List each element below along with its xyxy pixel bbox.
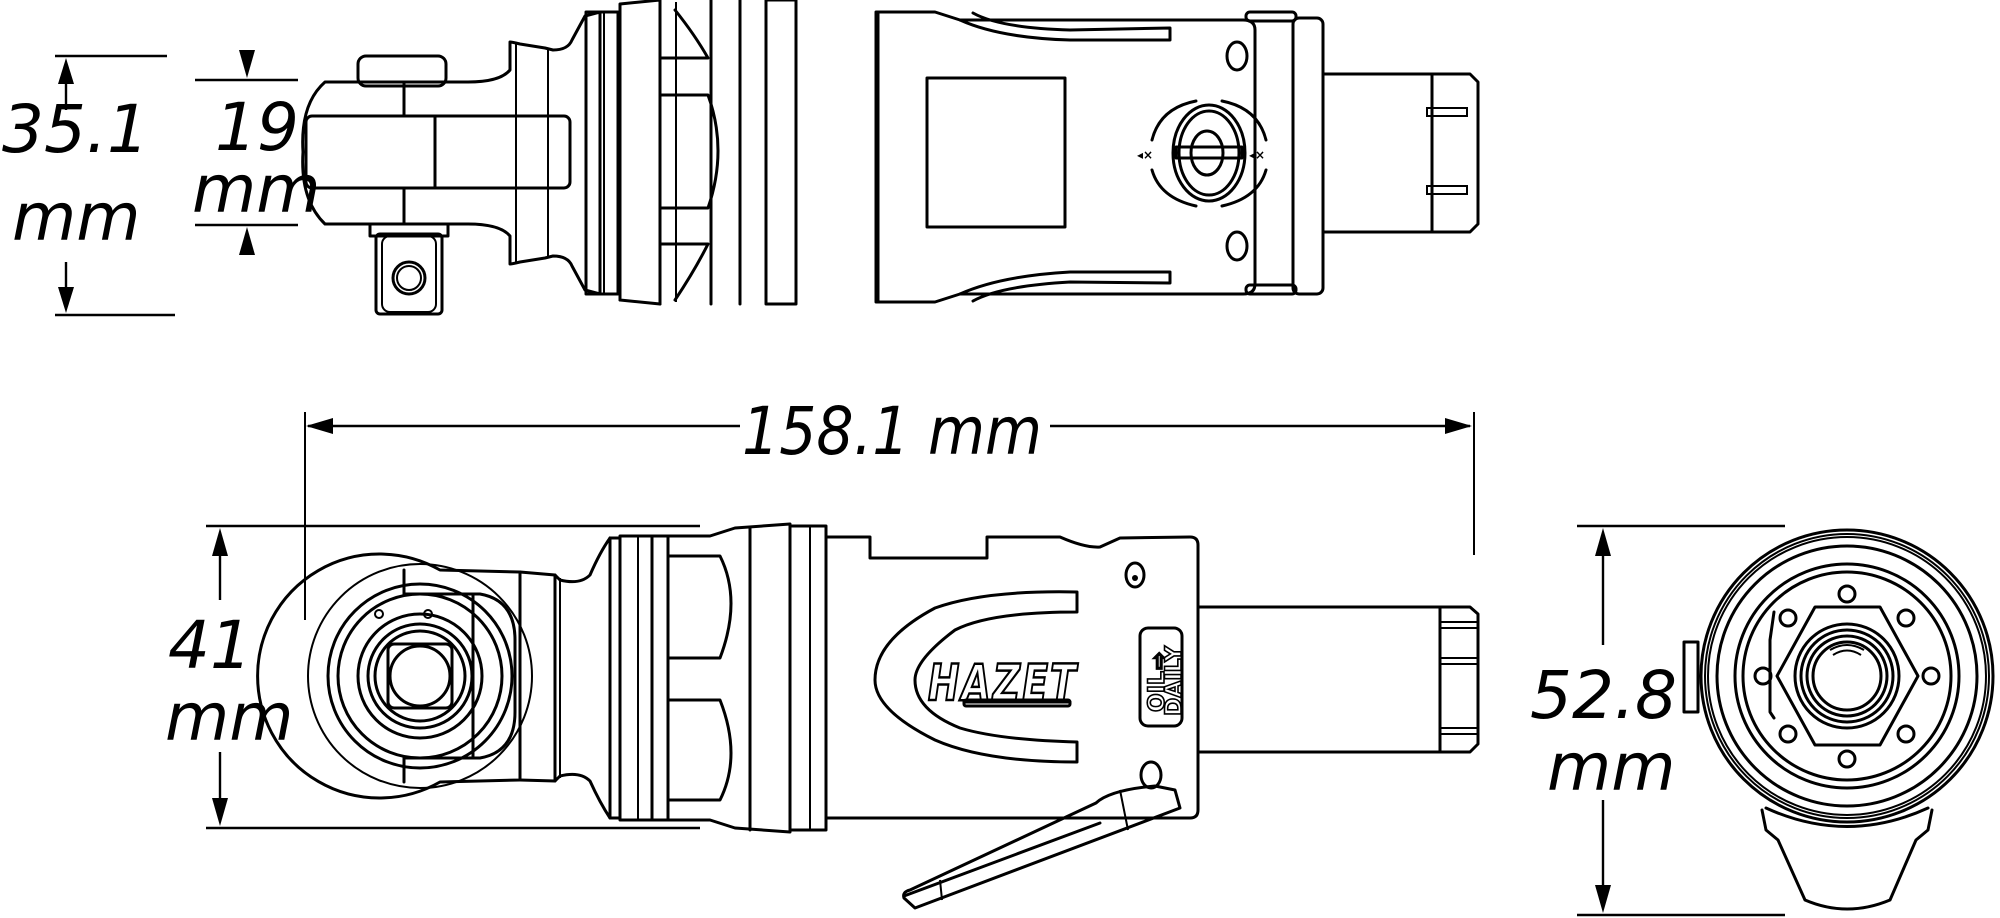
reverse-symbol-left: ◂×	[1137, 148, 1153, 162]
dim-52-8-unit: mm	[1547, 729, 1676, 806]
front-view: 52.8 mm	[1530, 524, 1995, 917]
dimension-35-1: 35.1 mm	[2, 54, 175, 317]
dimension-158-1: 158.1 mm	[304, 393, 1475, 620]
daily-text: DAILY	[1162, 645, 1187, 716]
top-view: 35.1 mm 19 mm	[2, 0, 1480, 317]
dim-35-1-value: 35.1	[2, 91, 149, 168]
dim-52-8-value: 52.8	[1530, 657, 1677, 734]
dimension-19: 19 mm	[192, 50, 321, 255]
motor-body-side: HAZET OIL ⇨ DAILY	[824, 535, 1480, 910]
dimension-52-8: 52.8 mm	[1530, 524, 1785, 917]
ratchet-head-top	[301, 10, 602, 316]
reverse-switch-top: ◂× ◂×	[1137, 99, 1268, 208]
front-body	[1682, 528, 1995, 911]
collar-section-side	[608, 522, 828, 834]
ratchet-head-side	[256, 536, 612, 820]
side-view: 41 mm	[165, 522, 1480, 910]
reverse-symbol-right: ◂×	[1249, 148, 1265, 162]
dim-19-unit: mm	[192, 151, 321, 228]
dim-158-1-label: 158.1 mm	[742, 393, 1042, 470]
collar-section-top	[584, 0, 798, 306]
oil-arrow-icon: ⇨	[1147, 652, 1172, 670]
motor-body-top: ◂× ◂×	[874, 10, 1480, 304]
dim-35-1-unit: mm	[12, 179, 141, 256]
dim-19-value: 19	[215, 89, 299, 166]
oil-text: OIL	[1145, 671, 1170, 712]
dimension-41: 41 mm	[165, 524, 700, 830]
oil-daily-label: OIL ⇨ DAILY	[1138, 626, 1188, 728]
dim-41-unit: mm	[165, 679, 294, 756]
trigger-lever	[902, 784, 1182, 910]
dim-41-value: 41	[168, 607, 252, 684]
